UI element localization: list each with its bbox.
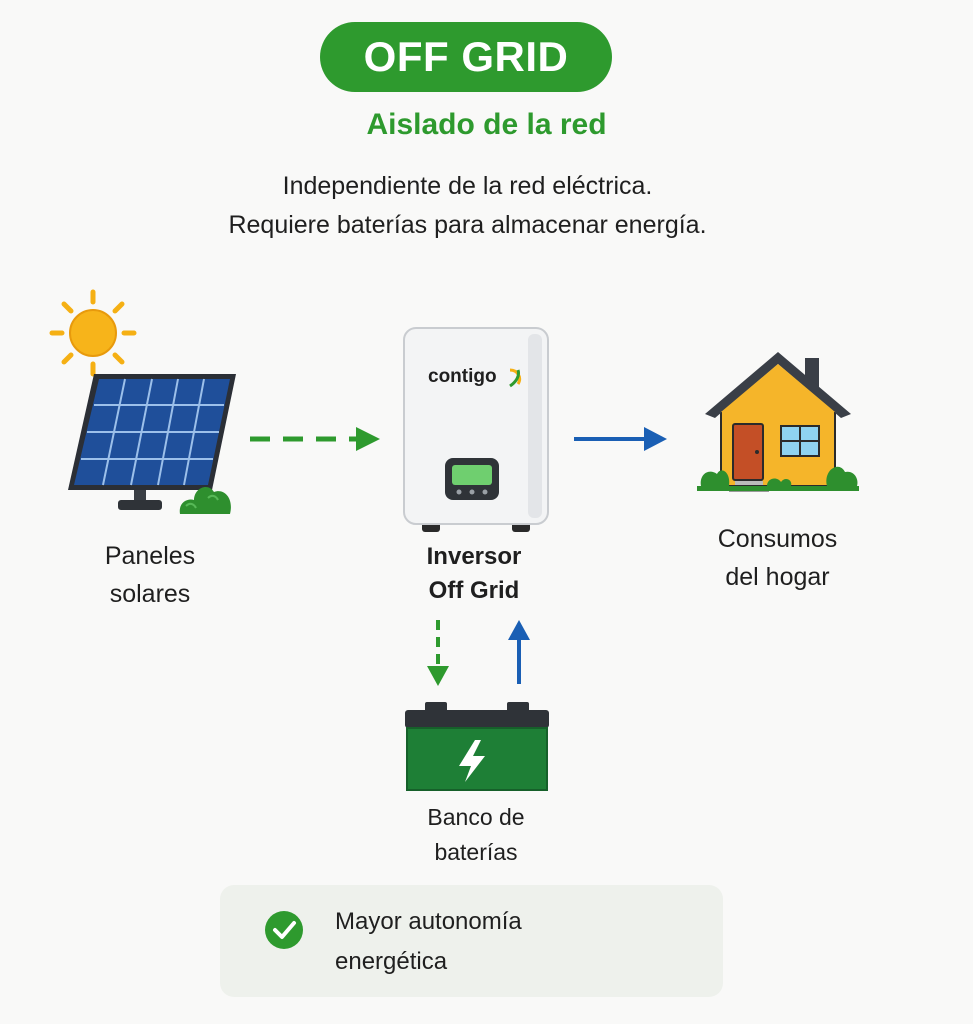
benefit-text: Mayor autonomía energética xyxy=(335,902,695,982)
inverter-label-line-2: Off Grid xyxy=(428,577,520,604)
battery-label-line-2: baterías xyxy=(434,839,518,865)
bush-icon xyxy=(179,486,231,514)
solar-panels-label-line-2: solares xyxy=(109,580,191,608)
inverter-to-home-arrow xyxy=(574,427,667,451)
battery-label-line-1: Banco de xyxy=(427,804,525,830)
inverter-to-battery-arrow xyxy=(427,620,449,686)
solar-panel-icon xyxy=(68,374,236,510)
battery-to-inverter-arrow xyxy=(508,620,530,684)
sun-icon xyxy=(49,289,137,377)
inverter-label-line-1: Inversor xyxy=(426,543,522,570)
description-line-2: Requiere baterías para almacenar energía… xyxy=(228,211,707,239)
solar-to-inverter-arrow xyxy=(250,427,380,451)
benefit-line-2: energética xyxy=(335,948,448,975)
inverter-brand-logo: contigo xyxy=(428,366,497,387)
inverter-icon xyxy=(403,327,549,532)
home-label-line-1: Consumos xyxy=(717,525,838,553)
off-grid-badge: OFF GRID xyxy=(320,22,612,92)
check-circle-icon xyxy=(265,911,303,949)
benefit-line-1: Mayor autonomía xyxy=(335,908,522,935)
benefit-box xyxy=(220,885,723,997)
house-icon xyxy=(697,352,859,492)
solar-panels-label-line-1: Paneles xyxy=(104,542,196,570)
home-label-line-2: del hogar xyxy=(725,563,830,591)
subtitle: Aislado de la red xyxy=(366,108,607,141)
description-line-1: Independiente de la red eléctrica. xyxy=(282,172,653,200)
battery-icon xyxy=(405,702,549,791)
